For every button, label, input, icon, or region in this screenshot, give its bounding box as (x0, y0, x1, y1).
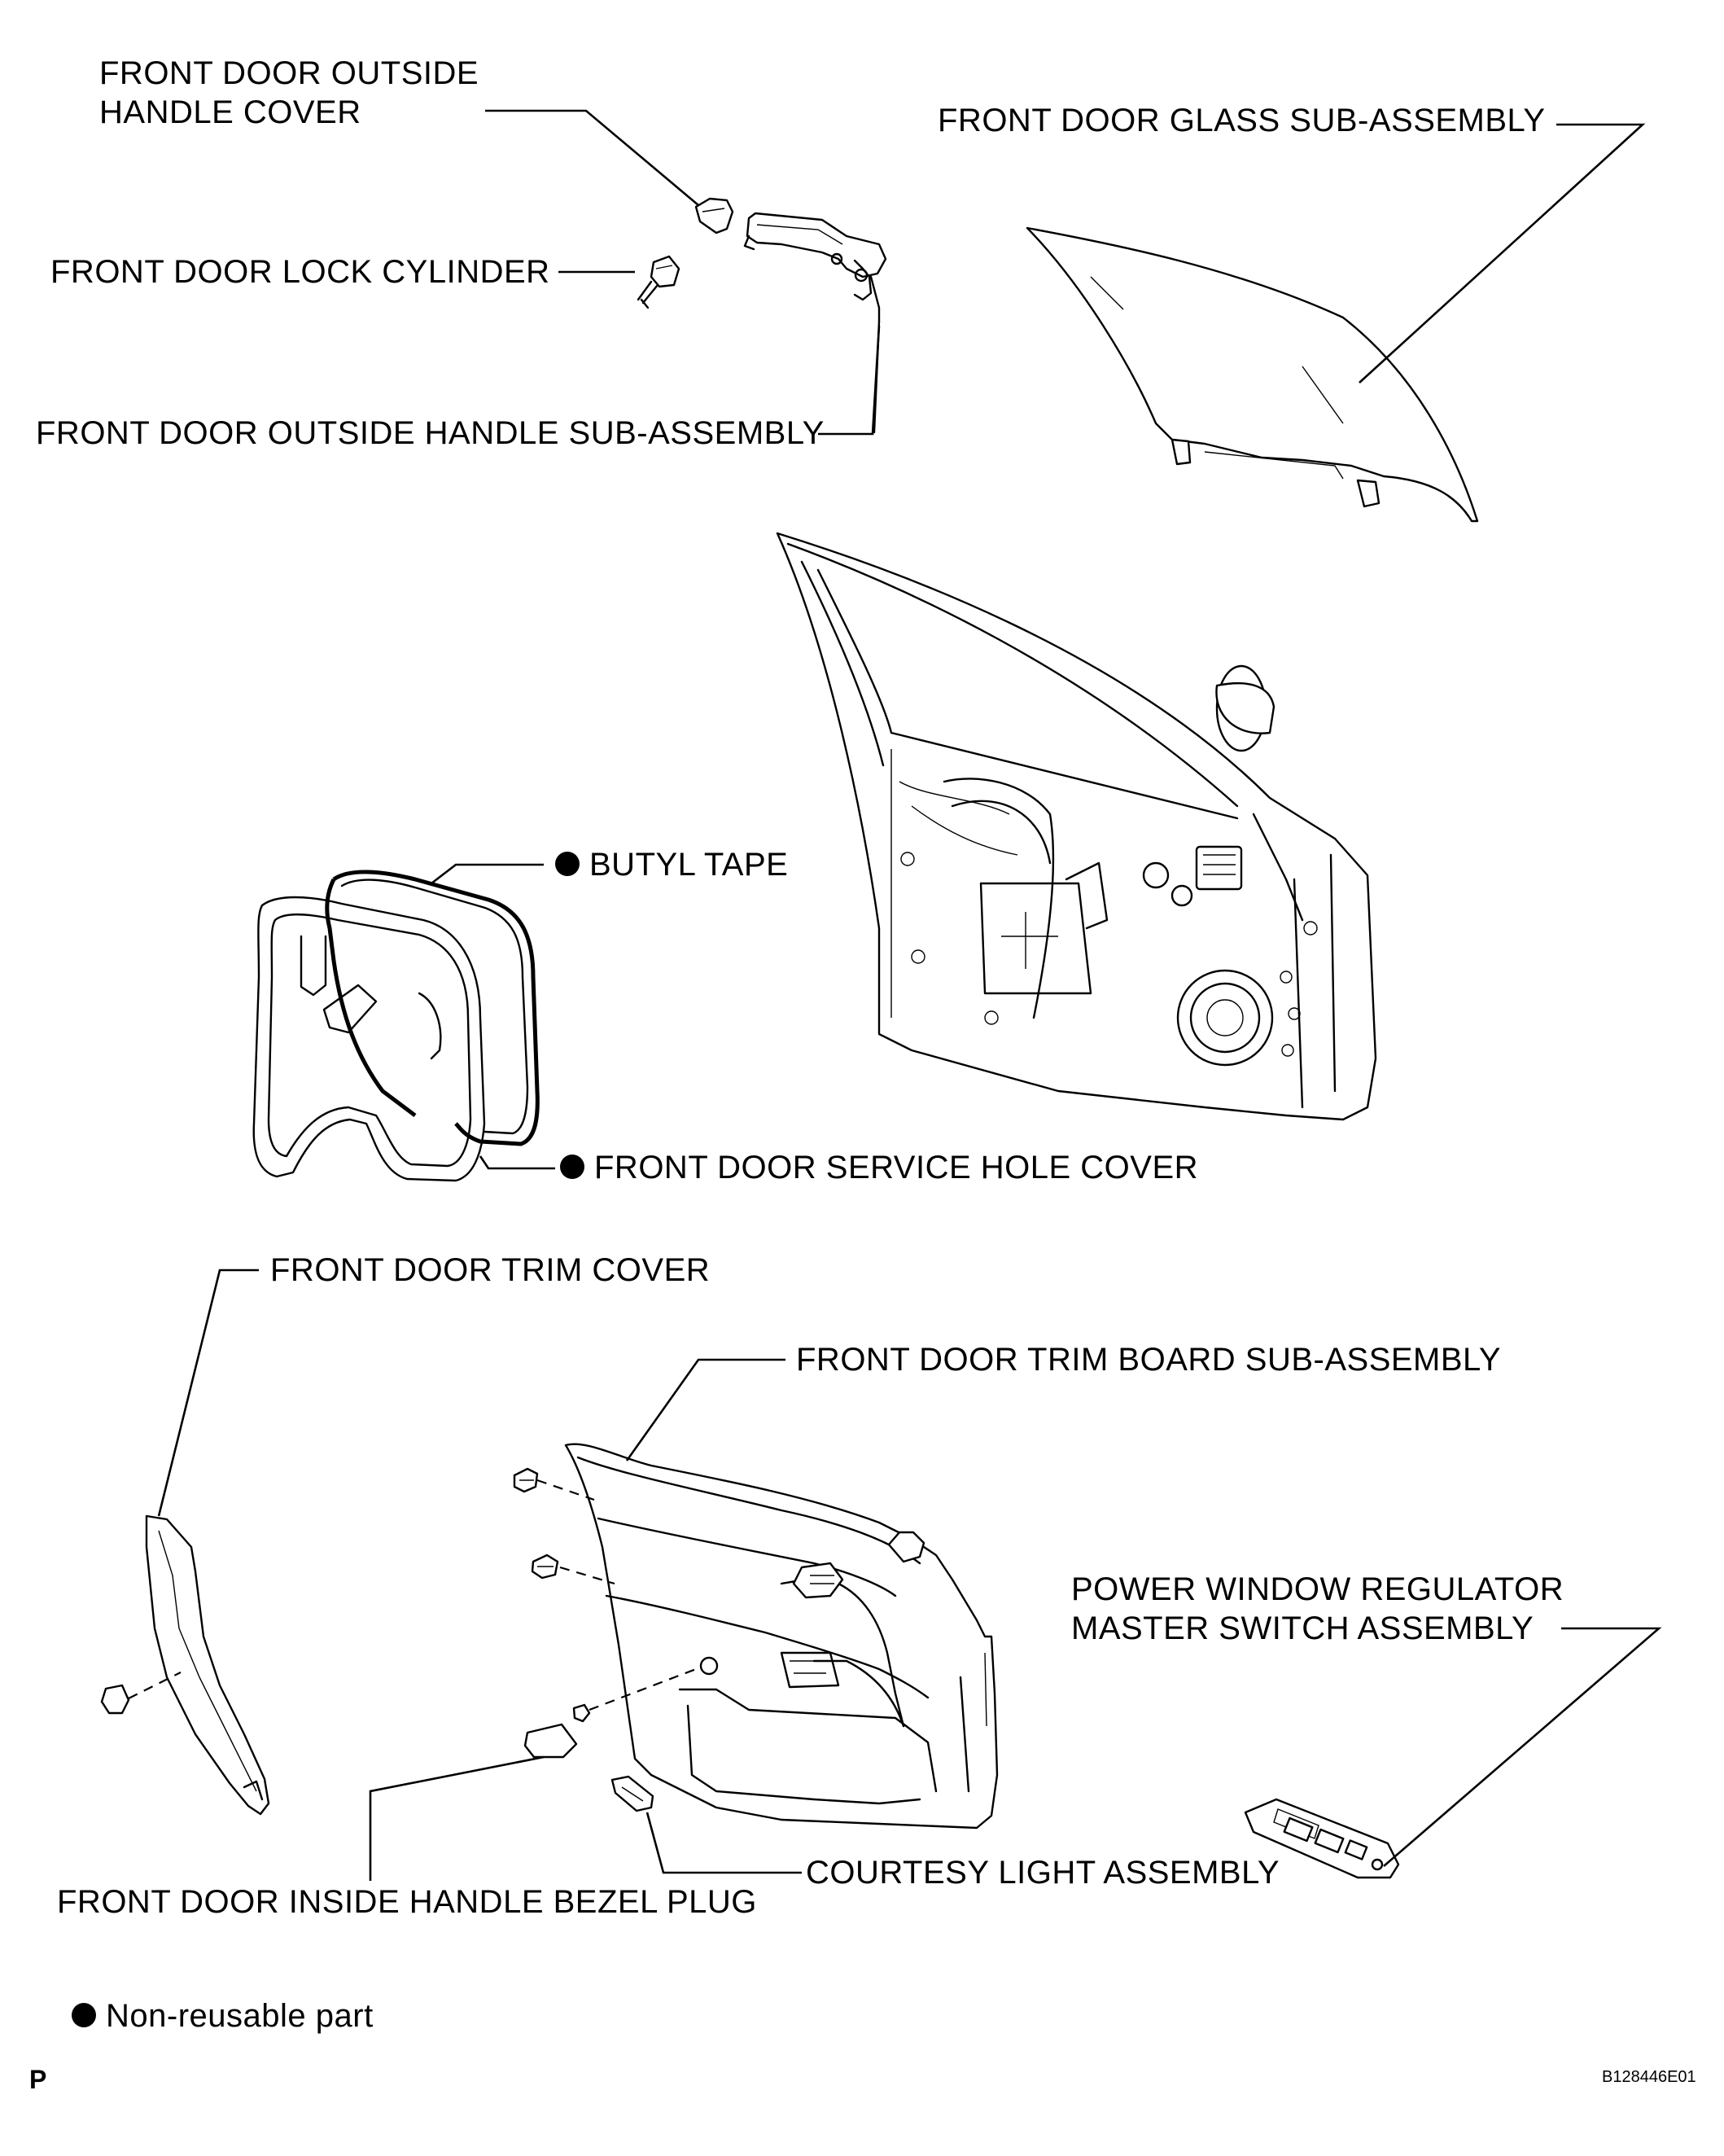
door-glass-part (1026, 226, 1479, 523)
label-inside-handle-bezel-plug: FRONT DOOR INSIDE HANDLE BEZEL PLUG (57, 1884, 757, 1920)
leader-trim-board (625, 1358, 785, 1461)
label-trim-board: FRONT DOOR TRIM BOARD SUB-ASSEMBLY (796, 1342, 1502, 1378)
figure-code: B128446E01 (1602, 2068, 1696, 2086)
label-courtesy-light: COURTESY LIGHT ASSEMBLY (806, 1855, 1280, 1891)
label-trim-cover: FRONT DOOR TRIM COVER (270, 1252, 711, 1288)
trim-board-part (564, 1443, 999, 1830)
legend: Non-reusable part (72, 1996, 374, 2035)
label-outside-handle-cover-line1: FRONT DOOR OUTSIDE (99, 55, 479, 91)
label-outside-handle-sub-assembly: FRONT DOOR OUTSIDE HANDLE SUB-ASSEMBLY (36, 415, 825, 451)
legend-dot-icon (72, 2003, 96, 2028)
leader-butyl-tape (431, 863, 544, 885)
butyl-tape-text: BUTYL TAPE (589, 847, 789, 883)
leader-master-switch (1383, 1627, 1662, 1867)
service-hole-cover-part (252, 896, 486, 1182)
label-outside-handle-cover-line2: HANDLE COVER (99, 94, 361, 130)
trim-cover-part (145, 1514, 270, 1816)
label-door-glass: FRONT DOOR GLASS SUB-ASSEMBLY (938, 103, 1546, 138)
butyl-tape-part (325, 870, 540, 1146)
trim-board-clips (513, 1467, 719, 1723)
label-master-switch-line2: MASTER SWITCH ASSEMBLY (1071, 1610, 1534, 1646)
outside-handle-cover-part (694, 197, 734, 234)
trim-cover-clip (100, 1672, 182, 1715)
legend-text: Non-reusable part (106, 1998, 374, 2034)
outside-handle-sub-assembly-part (743, 212, 887, 434)
door-panel-part (776, 532, 1377, 1121)
leader-courtesy-light (645, 1812, 802, 1874)
inside-handle-bezel-plug-part (523, 1723, 578, 1759)
leader-bezel-plug (369, 1755, 545, 1881)
leader-trim-cover (157, 1269, 259, 1517)
courtesy-light-part (610, 1775, 654, 1812)
leader-outside-handle-cover (485, 109, 699, 206)
service-hole-cover-text: FRONT DOOR SERVICE HOLE COVER (594, 1150, 1199, 1185)
master-switch-part (1244, 1798, 1400, 1879)
label-service-hole-cover: FRONT DOOR SERVICE HOLE COVER (560, 1148, 1198, 1187)
non-reusable-dot-icon (560, 1155, 584, 1180)
non-reusable-dot-icon (555, 852, 580, 877)
lock-cylinder-part (637, 255, 680, 309)
leader-door-glass (1359, 123, 1646, 383)
label-butyl-tape: BUTYL TAPE (555, 845, 788, 884)
leader-service-hole-cover (479, 1155, 555, 1170)
leader-outside-handle-sub-assembly (818, 325, 881, 436)
label-master-switch-line1: POWER WINDOW REGULATOR (1071, 1571, 1564, 1607)
label-lock-cylinder: FRONT DOOR LOCK CYLINDER (50, 254, 550, 290)
page-letter: P (29, 2065, 47, 2094)
